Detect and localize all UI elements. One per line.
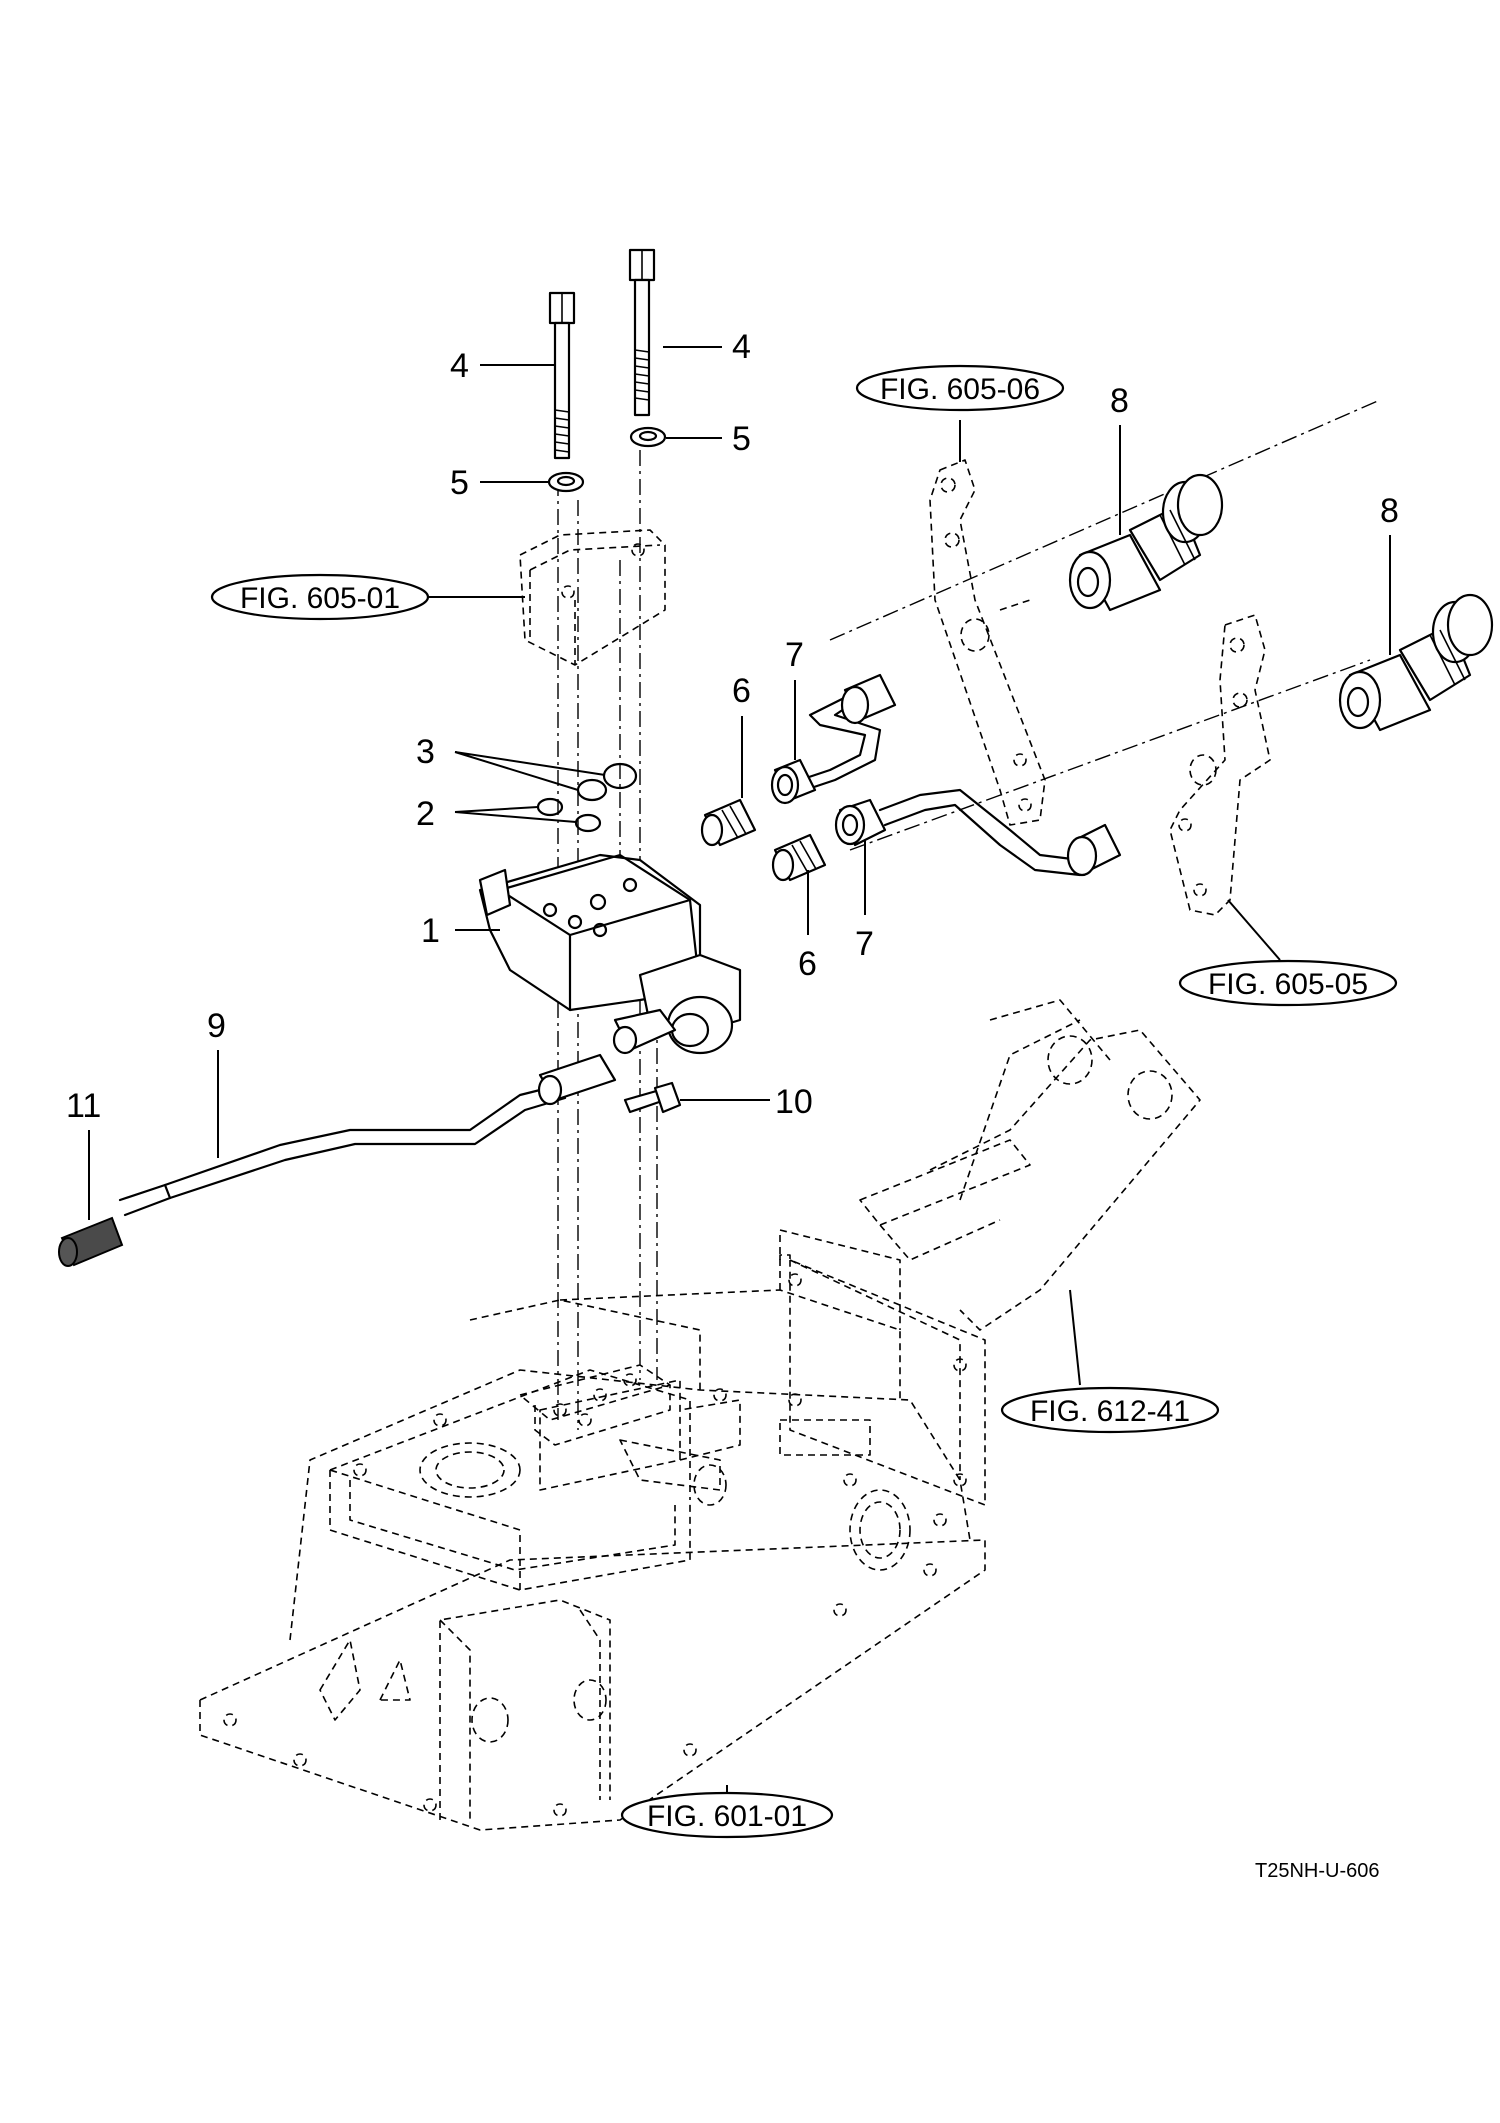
- control-lever: [118, 1053, 617, 1217]
- adaptor-lower: [771, 833, 827, 882]
- washer-left: [547, 471, 585, 493]
- adaptor-upper: [700, 798, 757, 847]
- callout-5-left: 5: [450, 464, 469, 502]
- callout-6-upper: 6: [732, 672, 751, 710]
- mounting-plate: [519, 1364, 671, 1446]
- control-valve: [478, 853, 742, 1055]
- callout-7-lower: 7: [855, 925, 874, 963]
- figure-reference-612-41: FIG. 612-41: [1000, 1386, 1220, 1434]
- valve-bracket: [519, 529, 666, 666]
- lift-arm-frame: [779, 999, 1201, 1506]
- drawing-code: T25NH-U-606: [1255, 1860, 1379, 1882]
- callout-11: 11: [66, 1087, 101, 1125]
- pipe-upper: [770, 673, 897, 805]
- bolt-small: [623, 1081, 682, 1114]
- fig-ref-605-01: FIG. 605-01: [240, 582, 400, 615]
- fig-ref-601-01: FIG. 601-01: [647, 1800, 807, 1833]
- callout-leaders: [88, 346, 1391, 1810]
- fig-ref-605-05: FIG. 605-05: [1208, 968, 1368, 1001]
- figure-reference-605-01: FIG. 605-01: [210, 573, 430, 621]
- part-callouts: 1 2 3 4 4 5 5 6 6 7 7 8 8 9 10 11: [66, 328, 1399, 1125]
- bracket-upper: [929, 459, 1046, 826]
- fig-ref-612-41: FIG. 612-41: [1030, 1395, 1190, 1428]
- figure-reference-601-01: FIG. 601-01: [620, 1791, 834, 1839]
- transmission-housing: [199, 1229, 986, 1831]
- callout-2: 2: [416, 795, 435, 833]
- callout-8-upper: 8: [1110, 382, 1129, 420]
- washer-right: [629, 426, 667, 448]
- fig-ref-605-06: FIG. 605-06: [880, 373, 1040, 406]
- pipe-lower: [834, 788, 1122, 877]
- callout-10: 10: [775, 1083, 813, 1121]
- callout-5-right: 5: [732, 420, 751, 458]
- callout-6-lower: 6: [798, 945, 817, 983]
- quick-coupler-lower: [1338, 593, 1494, 732]
- bracket-lower: [1169, 614, 1271, 916]
- callout-4-left: 4: [450, 347, 469, 385]
- lever-grip: [58, 1216, 124, 1267]
- callout-1: 1: [421, 912, 440, 950]
- figure-reference-605-05: FIG. 605-05: [1178, 959, 1398, 1007]
- callout-3: 3: [416, 733, 435, 771]
- bolt-right: [628, 248, 656, 417]
- figure-reference-605-06: FIG. 605-06: [855, 364, 1065, 412]
- callout-8-lower: 8: [1380, 492, 1399, 530]
- callout-7-upper: 7: [785, 636, 804, 674]
- quick-coupler-upper: [1068, 473, 1224, 612]
- bolt-left: [548, 291, 576, 460]
- callout-4-right: 4: [732, 328, 751, 366]
- callout-9: 9: [207, 1007, 226, 1045]
